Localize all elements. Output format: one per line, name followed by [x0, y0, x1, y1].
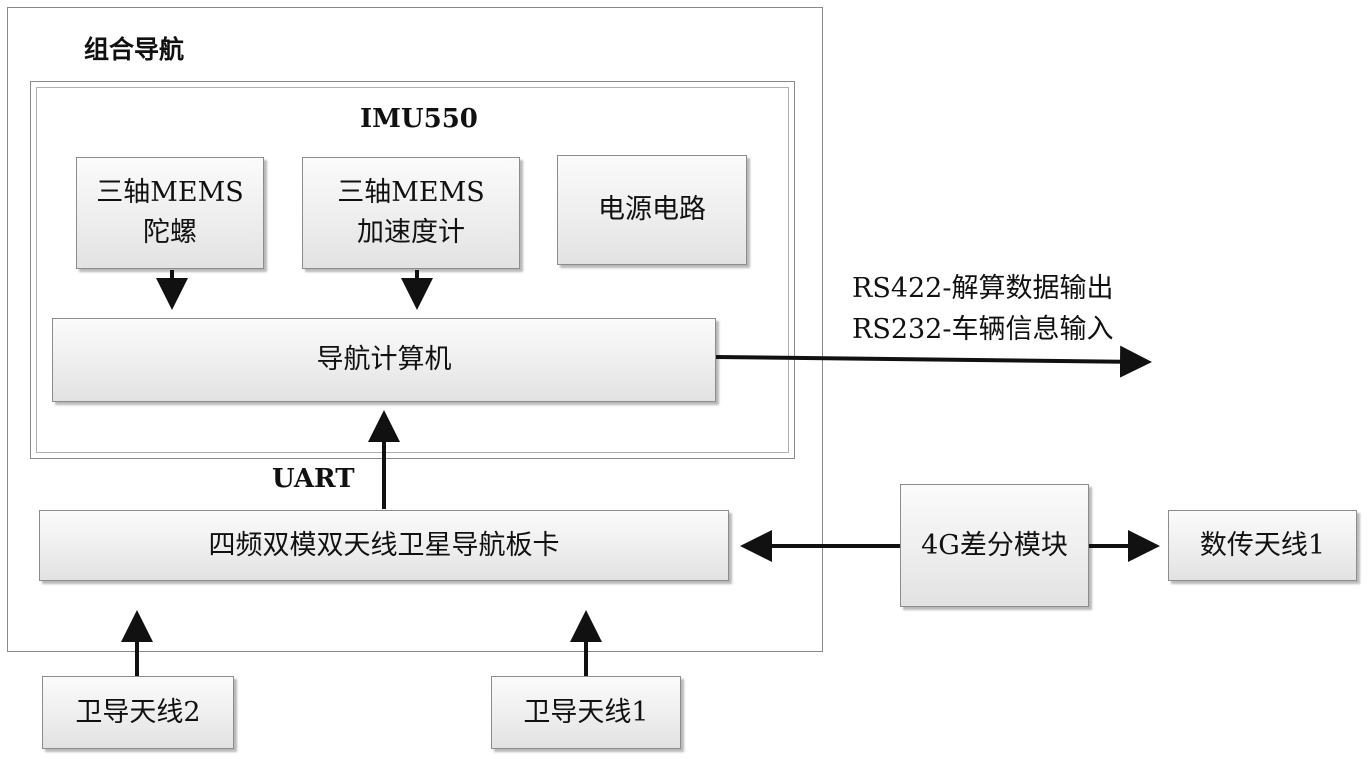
mems-gyro-label-line1: 三轴MEMS: [96, 177, 244, 208]
navigation-computer-label: 导航计算机: [316, 344, 452, 375]
mems-accelerometer-box: 三轴MEMS 加速度计: [302, 157, 520, 269]
sat-antenna-2-box: 卫导天线2: [42, 676, 234, 749]
rs422-output-label: RS422-解算数据输出: [852, 273, 1114, 304]
data-antenna-label: 数传天线1: [1199, 529, 1326, 561]
rs232-input-label: RS232-车辆信息输入: [852, 314, 1114, 345]
gnss-board-box: 四频双模双天线卫星导航板卡: [39, 510, 729, 581]
mems-gyro-box: 三轴MEMS 陀螺: [76, 157, 264, 269]
imu-frame-inner-line: [36, 87, 789, 453]
integrated-navigation-title: 组合导航: [84, 35, 185, 64]
sat-antenna-2-label: 卫导天线2: [75, 696, 201, 728]
mems-accelerometer-label-line1: 三轴MEMS: [337, 177, 485, 208]
data-antenna-box: 数传天线1: [1168, 510, 1357, 581]
4g-differential-module-box: 4G差分模块: [900, 484, 1089, 607]
gnss-board-label: 四频双模双天线卫星导航板卡: [208, 529, 560, 561]
power-circuit-label: 电源电路: [598, 194, 706, 225]
mems-gyro-label-line2: 陀螺: [143, 217, 197, 248]
4g-differential-module-label: 4G差分模块: [921, 529, 1068, 561]
imu-title: IMU550: [360, 104, 478, 134]
mems-accelerometer-label-line2: 加速度计: [357, 217, 465, 248]
sat-antenna-1-label: 卫导天线1: [523, 696, 649, 728]
power-circuit-box: 电源电路: [557, 155, 747, 265]
navigation-computer-box: 导航计算机: [52, 318, 716, 402]
sat-antenna-1-box: 卫导天线1: [491, 676, 681, 749]
uart-label: UART: [272, 464, 355, 494]
